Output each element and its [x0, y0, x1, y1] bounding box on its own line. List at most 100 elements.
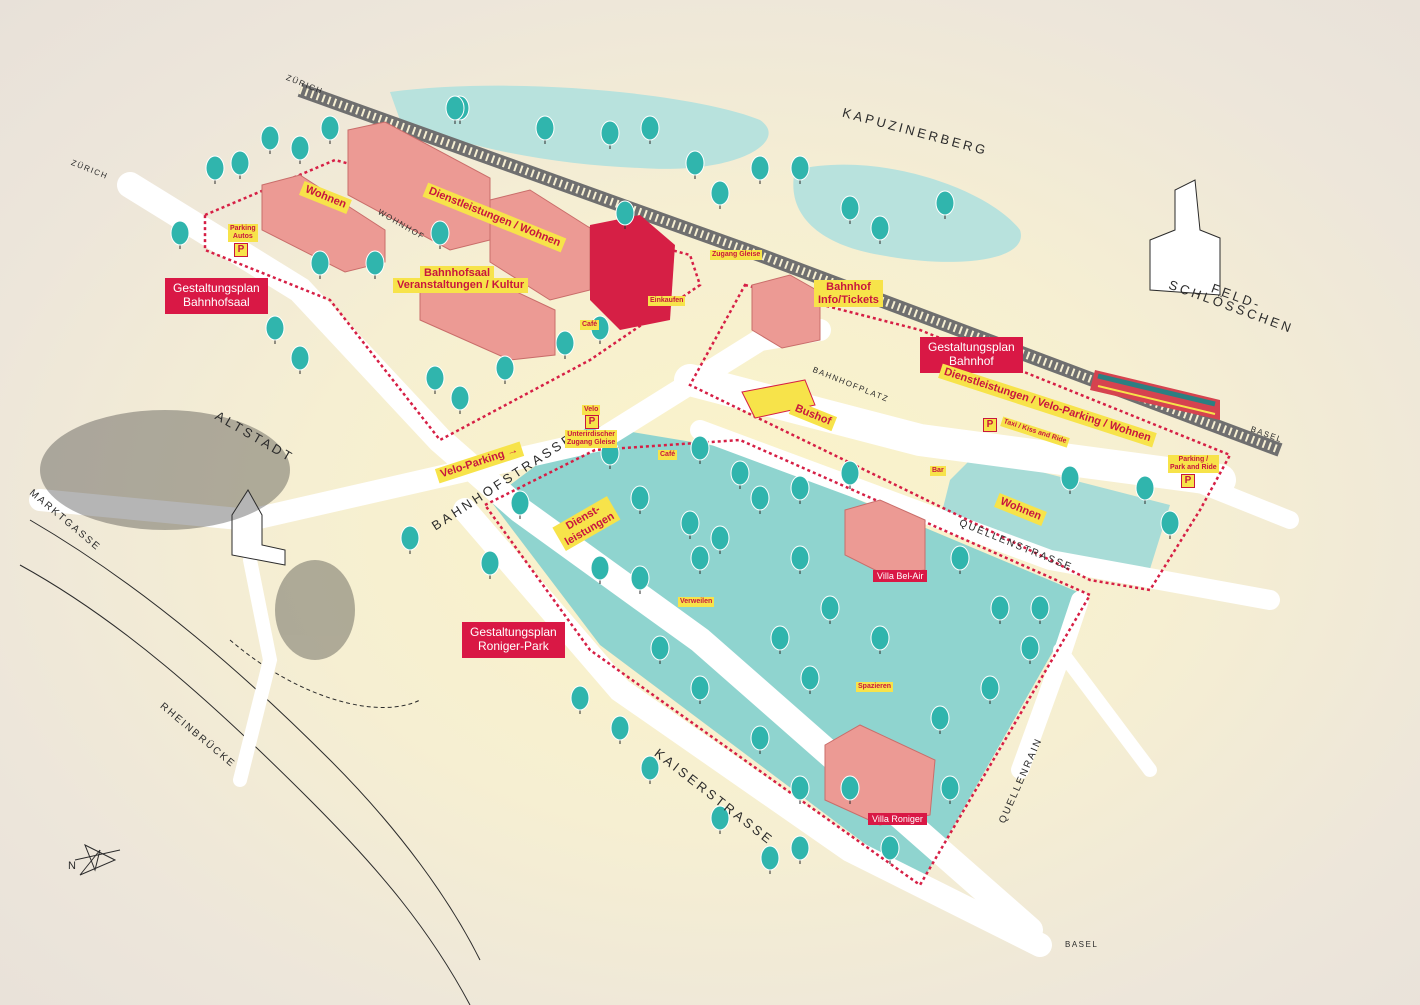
church: [231, 489, 286, 566]
boundary-bahnhof: [688, 283, 1232, 592]
tree-icon: [730, 460, 750, 486]
plan-label-bahnhof[interactable]: Gestaltungsplan Bahnhof: [920, 337, 1023, 373]
tree-icon: [510, 490, 530, 516]
tree-icon: [1135, 475, 1155, 501]
tree-icon: [710, 180, 730, 206]
direction-basel-bottom: BASEL: [1065, 940, 1099, 949]
tree-icon: [750, 155, 770, 181]
tree-icon: [555, 330, 575, 356]
plan-label-bahnhof-line2: Bahnhof: [949, 353, 994, 368]
plan-label-roniger-line1: Gestaltungsplan: [470, 625, 557, 639]
kapuzinerberg-park: [390, 85, 769, 169]
label-verweilen: Verweilen: [678, 597, 715, 608]
altstadt-stipple: [40, 410, 355, 660]
bahnhof-building: [751, 274, 821, 349]
corner-block: [590, 215, 675, 330]
label-parking-park-line1: Parking /: [1178, 456, 1209, 463]
tree-icon: [790, 835, 810, 861]
tree-icon: [710, 805, 730, 831]
parking-sign-velo: P: [585, 415, 599, 429]
label-unterirdisch: Unterirdischer Zugang Gleise: [565, 430, 618, 449]
tree-icon: [430, 220, 450, 246]
wohnen-area: [940, 455, 1170, 585]
compass-rose-icon: [74, 843, 121, 876]
parking-sign-park-ride: P: [1181, 474, 1195, 488]
label-parking-park-ride: Parking / Park and Ride: [1168, 455, 1219, 474]
tree-icon: [870, 625, 890, 651]
tree-icon: [820, 595, 840, 621]
label-einkaufen: Einkaufen: [648, 296, 686, 307]
tree-icon: [710, 525, 730, 551]
tree-icon: [800, 665, 820, 691]
tree-icon: [870, 215, 890, 241]
tree-icon: [170, 220, 190, 246]
tree-icon: [450, 385, 470, 411]
tree-icon: [980, 675, 1000, 701]
east-road: [1181, 471, 1299, 529]
tree-icon: [1030, 595, 1050, 621]
tree-icon: [1060, 465, 1080, 491]
tree-icon: [310, 250, 330, 276]
river: [19, 519, 481, 1005]
tree-icon: [880, 835, 900, 861]
tree-icon: [640, 115, 660, 141]
tree-icon: [770, 625, 790, 651]
label-unterirdisch-line2: Zugang Gleise: [567, 439, 616, 447]
label-villa-bel-air: Villa Bel-Air: [873, 570, 928, 583]
tree-icon: [365, 250, 385, 276]
tree-icon: [650, 635, 670, 661]
tree-icon: [690, 675, 710, 701]
label-bahnhof-info: Bahnhof Info/Tickets: [814, 280, 883, 308]
tree-icon: [840, 460, 860, 486]
tree-icon: [445, 95, 465, 121]
tree-icon: [630, 485, 650, 511]
plan-label-bahnhof-line1: Gestaltungsplan: [928, 340, 1015, 354]
tree-icon: [950, 545, 970, 571]
tree-icon: [265, 315, 285, 341]
tree-icon: [685, 150, 705, 176]
trees: [170, 95, 1180, 874]
label-velo: Velo: [582, 405, 601, 416]
feldschloesschen-park: [793, 164, 1021, 262]
plan-label-bahnhofsaal-line2: Bahnhofsaal: [183, 294, 250, 309]
kaiserstrasse-road: [453, 498, 1052, 957]
label-parking-autos-line1: Parking: [230, 225, 256, 232]
tree-icon: [205, 155, 225, 181]
tree-icon: [630, 565, 650, 591]
south-road: [1053, 643, 1157, 777]
tree-icon: [840, 195, 860, 221]
tree-icon: [1160, 510, 1180, 536]
tree-icon: [790, 475, 810, 501]
boundary-roniger: [483, 438, 1092, 887]
label-spazieren: Spazieren: [856, 682, 894, 693]
label-villa-roniger: Villa Roniger: [868, 813, 927, 826]
plan-label-roniger-line2: Roniger-Park: [478, 638, 549, 653]
tree-icon: [760, 845, 780, 871]
tree-icon: [790, 775, 810, 801]
tree-icon: [600, 120, 620, 146]
tree-icon: [260, 125, 280, 151]
plan-label-roniger[interactable]: Gestaltungsplan Roniger-Park: [462, 622, 565, 658]
altstadt-road: [233, 553, 278, 787]
label-bahnhof-info-line1: Bahnhof: [826, 281, 871, 293]
tree-icon: [290, 135, 310, 161]
feldschloesschen-castle: [1149, 179, 1221, 296]
tree-icon: [590, 555, 610, 581]
tree-icon: [840, 775, 860, 801]
tree-icon: [570, 685, 590, 711]
tree-icon: [790, 155, 810, 181]
label-parking-autos: Parking Autos: [228, 224, 258, 243]
quellenstrasse-road: [690, 420, 1280, 610]
tree-icon: [400, 525, 420, 551]
label-cafe-2: Café: [658, 450, 678, 461]
tree-icon: [480, 550, 500, 576]
tree-icon: [690, 435, 710, 461]
green-areas: [390, 85, 1170, 885]
tree-icon: [1020, 635, 1040, 661]
plan-label-bahnhofsaal[interactable]: Gestaltungsplan Bahnhofsaal: [165, 278, 268, 314]
tree-icon: [615, 200, 635, 226]
label-unterirdisch-line1: Unterirdischer: [567, 431, 616, 438]
label-parking-park-line2: Park and Ride: [1170, 464, 1217, 472]
tree-icon: [940, 775, 960, 801]
tree-icon: [935, 190, 955, 216]
